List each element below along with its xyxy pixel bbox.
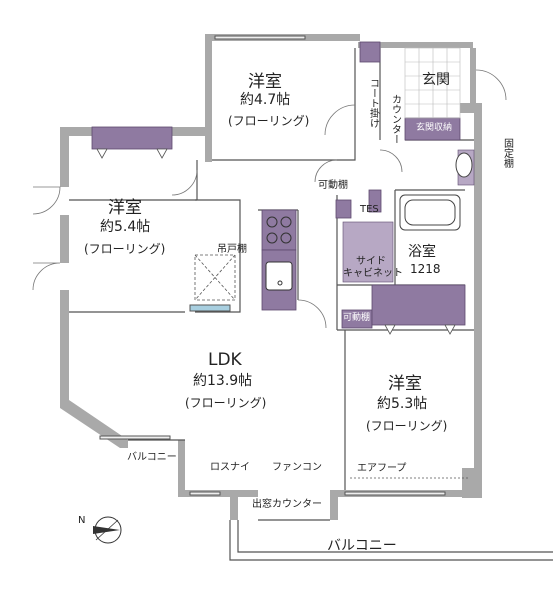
label-air-hoop: エアフープ	[357, 463, 407, 474]
room-floor-bedroom1: (フローリング)	[228, 114, 310, 128]
label-hanging-cabinet: 吊戸棚	[217, 244, 247, 255]
room-name-bedroom1: 洋室	[248, 72, 282, 92]
label-fixed-shelf: 固定棚	[501, 138, 513, 168]
label-coat-hooks: コート掛け	[367, 78, 379, 128]
label-side-cabinet-2: キャビネット	[343, 268, 403, 279]
closet-doors	[96, 148, 456, 335]
label-north: N	[78, 515, 86, 526]
room-name-bedroom2: 洋室	[108, 198, 142, 218]
room-floor-bedroom2: (フローリング)	[84, 242, 166, 256]
room-name-entrance: 玄関	[422, 72, 450, 88]
label-losnai: ロスナイ	[210, 462, 250, 473]
label-movable-shelf-2: 可動棚	[343, 313, 371, 323]
compass-icon	[93, 516, 122, 544]
kitchen-fixtures	[265, 216, 293, 291]
room-size-bath: 1218	[410, 262, 441, 276]
hanging-cabinet	[194, 254, 236, 301]
room-size-bedroom1: 約4.7帖	[240, 92, 291, 108]
entrance-tiles	[404, 47, 461, 119]
room-floor-ldk: (フローリング)	[185, 396, 267, 410]
room-name-ldk: LDK	[208, 350, 242, 370]
room-size-bedroom2: 約5.4帖	[100, 219, 151, 235]
bathtub	[399, 194, 461, 231]
label-movable-shelf-1: 可動棚	[318, 180, 348, 191]
label-counter: カウンター	[389, 94, 401, 144]
room-size-bedroom3: 約5.3帖	[377, 396, 428, 412]
room-name-bedroom3: 洋室	[388, 374, 422, 394]
room-size-ldk: 約13.9帖	[193, 373, 253, 389]
label-balcony-small: バルコニー	[127, 452, 177, 463]
label-tes: TES	[360, 204, 379, 215]
label-entrance-storage: 玄関収納	[416, 123, 453, 133]
room-floor-bedroom3: (フローリング)	[366, 419, 448, 433]
room-name-bath: 浴室	[408, 244, 436, 260]
label-side-cabinet-1: サイド	[356, 256, 386, 267]
door-swings	[32, 69, 507, 329]
windows	[99, 35, 446, 496]
label-balcony-main: バルコニー	[327, 538, 397, 554]
label-window-counter: 出窓カウンター	[252, 499, 322, 510]
toilet	[455, 152, 473, 178]
label-fan-convector: ファンコン	[272, 462, 322, 473]
